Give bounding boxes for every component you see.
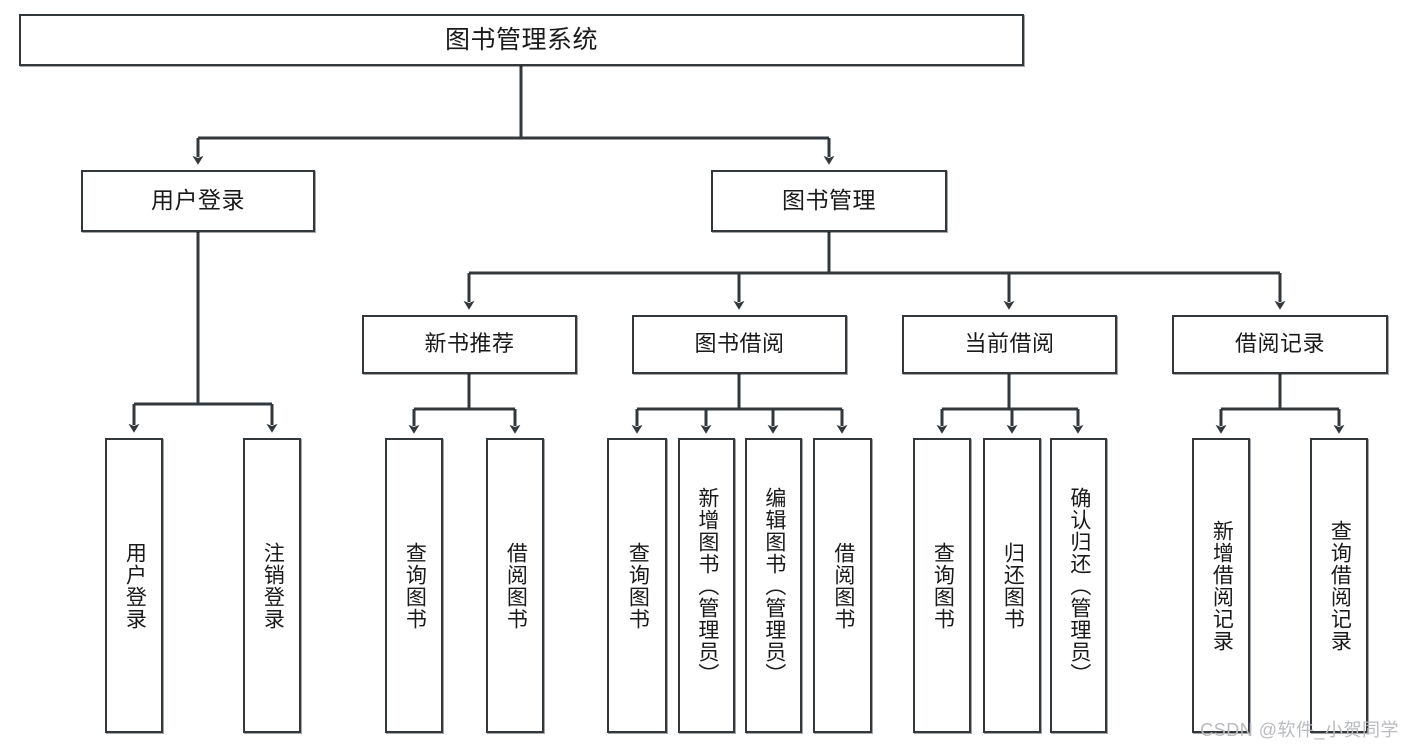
node-leaf-borrow-book-1[interactable]: 借阅图书 (486, 438, 544, 733)
node-leaf-add-book-admin[interactable]: 新增图书（管理员） (678, 438, 735, 733)
node-label: 确认归还（管理员） (1067, 486, 1091, 685)
node-new-book-recommend[interactable]: 新书推荐 (362, 315, 577, 374)
node-leaf-return-book[interactable]: 归还图书 (983, 438, 1041, 733)
node-leaf-logout-login[interactable]: 注销登录 (243, 438, 301, 733)
node-label: 归还图书 (1001, 541, 1025, 630)
node-book-borrow[interactable]: 图书借阅 (632, 315, 847, 374)
node-label: 查询借阅记录 (1328, 519, 1352, 652)
node-label: 新书推荐 (424, 331, 515, 357)
node-label: 注销登录 (261, 541, 285, 630)
node-label: 新增借阅记录 (1210, 519, 1234, 652)
node-label: 借阅记录 (1234, 331, 1325, 357)
node-leaf-user-login[interactable]: 用户登录 (105, 438, 163, 733)
node-root-system[interactable]: 图书管理系统 (19, 14, 1024, 66)
node-user-login[interactable]: 用户登录 (81, 170, 315, 232)
node-label: 图书管理 (782, 187, 876, 214)
node-leaf-query-borrow-record[interactable]: 查询借阅记录 (1310, 438, 1368, 733)
node-label: 借阅图书 (504, 541, 528, 630)
watermark-text: CSDN @软件_小贺同学 (1200, 720, 1399, 740)
node-leaf-confirm-return-admin[interactable]: 确认归还（管理员） (1050, 438, 1107, 733)
node-label: 查询图书 (626, 541, 650, 630)
node-label: 借阅图书 (831, 541, 855, 630)
node-book-management[interactable]: 图书管理 (711, 170, 947, 232)
node-leaf-borrow-book-2[interactable]: 借阅图书 (813, 438, 872, 733)
node-label: 图书管理系统 (444, 26, 598, 54)
node-label: 用户登录 (151, 187, 245, 214)
node-label: 图书借阅 (694, 331, 785, 357)
node-current-borrow[interactable]: 当前借阅 (902, 315, 1117, 374)
node-label: 当前借阅 (964, 331, 1055, 357)
node-leaf-query-book-3[interactable]: 查询图书 (913, 438, 971, 733)
node-leaf-edit-book-admin[interactable]: 编辑图书（管理员） (745, 438, 802, 733)
node-leaf-add-borrow-record[interactable]: 新增借阅记录 (1192, 438, 1250, 733)
node-label: 用户登录 (123, 541, 147, 630)
node-leaf-query-book-2[interactable]: 查询图书 (607, 438, 667, 733)
node-label: 查询图书 (403, 541, 427, 630)
node-label: 新增图书（管理员） (695, 486, 719, 685)
node-label: 编辑图书（管理员） (762, 486, 786, 685)
node-leaf-query-book-1[interactable]: 查询图书 (385, 438, 443, 733)
node-borrow-record[interactable]: 借阅记录 (1172, 315, 1388, 374)
node-label: 查询图书 (931, 541, 955, 630)
